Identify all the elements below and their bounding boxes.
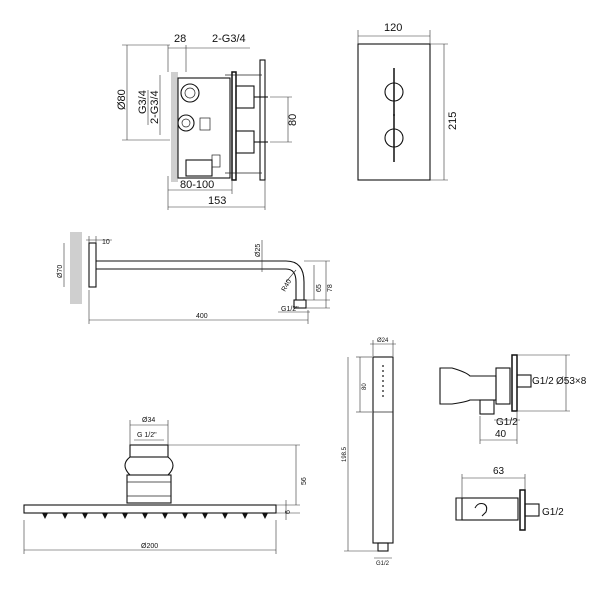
wall-outlet-view: G1/2 Ø53×8 G1/2 40 [439,354,587,444]
dim-arm-length: 400 [196,313,208,320]
dim-outlet-flange: Ø53×8 [556,376,587,387]
dim-hand-head-len: 80 [362,383,368,390]
dim-outlet-bottom-thread: G1/2 [496,417,518,428]
valve-wall-section [171,72,178,182]
valve-handles [259,59,266,181]
dim-head-dia: Ø200 [141,543,158,550]
valve-body [177,77,231,179]
head-nut [129,444,169,458]
valve-middle-port [177,114,195,132]
dim-hand-dia: Ø24 [377,338,389,344]
valve-bottom-port [185,159,213,177]
dim-valve-outlet-top: 2-G3/4 [212,33,246,45]
holder-clip [474,502,488,517]
dim-holder-width: 63 [493,466,505,477]
dim-valve-outlet-side: 2-G3/4 [149,90,161,124]
valve-cover-plate [231,71,237,181]
dim-plate-height: 215 [447,112,459,130]
shower-arm-view: 10 Ø70 Ø25 R40 65 78 G1/2" 400 [57,232,334,324]
head-nozzles [42,513,268,519]
holder-thread [524,503,540,517]
outlet-flange [511,354,518,412]
dim-valve-depth: 28 [174,33,186,45]
outlet-thread [516,374,532,388]
dim-arm-tube-dia: Ø25 [255,244,262,257]
dim-arm-flange-dia: Ø70 [57,265,64,278]
dim-arm-thread: G1/2" [281,306,299,313]
dim-head-thickness: 6 [285,510,292,514]
arm-flange [88,242,97,288]
valve-top-port [180,83,200,103]
shower-holder-view: 63 G1/2 [455,466,564,531]
valve-lower-spindle-sleeve [235,130,255,154]
dim-valve-spacing: 80 [287,114,299,126]
dim-holder-thread: G1/2 [542,507,564,518]
arm-tube-bottom [96,268,297,300]
dim-outlet-side-thread: G1/2 [532,376,554,387]
shower-head-view: Ø34 G 1/2" 56 6 Ø200 [23,417,308,554]
hand-shower-connector [377,542,389,552]
dim-arm-h2: 78 [327,284,334,292]
hand-shower-body [372,356,394,544]
dim-hand-thread: G1/2 [376,561,390,567]
cover-plate-front-view: 120 215 [357,22,459,181]
dim-arm-bend-radius: R40 [281,278,294,293]
dim-valve-g34: G3/4 [137,90,149,114]
dim-head-nut-dia: Ø34 [142,417,155,424]
outlet-bottom-thread [479,399,495,415]
arm-wall-section [70,232,82,304]
arm-tube-top [96,260,305,300]
head-swivel [124,456,174,476]
head-body [126,474,172,504]
hand-shower-spray-holes [382,365,384,397]
valve-upper-spindle-sleeve [235,85,255,109]
head-plate [23,504,277,514]
dim-valve-wall: 80-100 [180,179,214,191]
outlet-holder-arm [439,367,497,405]
outlet-elbow [495,367,511,405]
dim-outlet-depth: 40 [495,429,507,440]
arm-thread-end [293,299,307,309]
dim-valve-total: 153 [208,195,226,207]
valve-side-view: 28 2-G3/4 Ø80 G3/4 2-G3/4 80 80-100 153 [116,33,299,210]
dim-arm-thickness: 10 [102,239,110,246]
dim-plate-width: 120 [384,22,402,34]
dim-arm-h1: 65 [316,284,323,292]
dim-head-height: 56 [301,477,308,485]
cover-plate [357,43,431,181]
holder-arm [461,497,519,521]
dim-head-thread: G 1/2" [137,432,157,439]
dim-valve-dia: Ø80 [116,89,128,110]
dim-hand-total-len: 198.5 [342,446,348,462]
holder-flange [519,489,526,531]
hand-shower-view: Ø24 80 198.5 G1/2 [342,338,396,567]
